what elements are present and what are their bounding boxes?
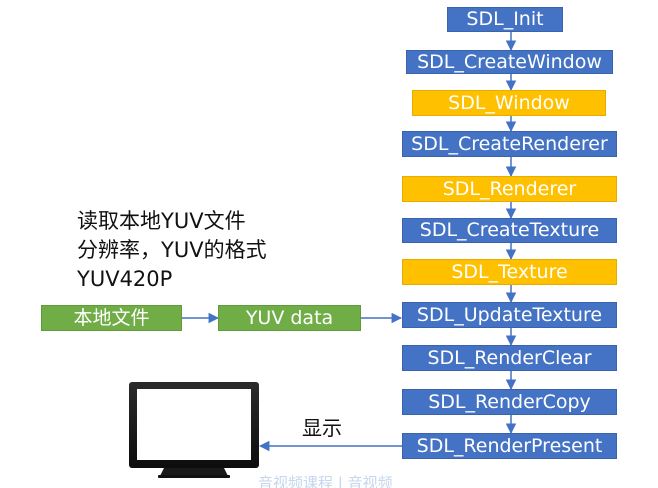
step-sdl-init: SDL_Init xyxy=(447,7,563,32)
monitor-icon xyxy=(129,382,259,478)
step-sdl-createwindow: SDL_CreateWindow xyxy=(406,50,613,74)
source-yuv-data: YUV data xyxy=(218,305,361,331)
source-local-file: 本地文件 xyxy=(41,305,182,331)
step-sdl-createrenderer: SDL_CreateRenderer xyxy=(402,131,617,157)
object-sdl-window: SDL_Window xyxy=(412,90,606,116)
note-read-yuv-file: 读取本地YUV文件 xyxy=(77,209,246,233)
step-sdl-renderclear: SDL_RenderClear xyxy=(402,345,617,371)
display-label: 显示 xyxy=(302,416,342,440)
step-sdl-createtexture: SDL_CreateTexture xyxy=(402,218,617,243)
step-sdl-rendercopy: SDL_RenderCopy xyxy=(402,389,617,415)
step-sdl-renderpresent: SDL_RenderPresent xyxy=(402,433,617,459)
object-sdl-renderer: SDL_Renderer xyxy=(402,176,617,202)
step-sdl-updatetexture: SDL_UpdateTexture xyxy=(402,302,617,328)
note-resolution-format: 分辨率，YUV的格式 xyxy=(77,238,267,262)
note-yuv420p: YUV420P xyxy=(77,267,173,291)
object-sdl-texture: SDL_Texture xyxy=(402,259,617,285)
watermark: 音视频课程 | 音视频 xyxy=(258,474,393,488)
